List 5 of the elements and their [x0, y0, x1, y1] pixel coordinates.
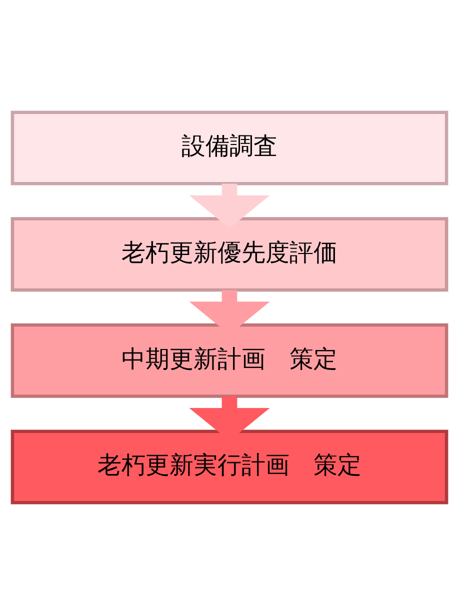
node-box: 中期更新計画 策定 — [10, 323, 448, 398]
node-box: 設備調査 — [10, 110, 448, 186]
node-box: 老朽更新優先度評価 — [10, 217, 448, 292]
node-box: 老朽更新実行計画 策定 — [10, 430, 448, 504]
arrow — [189, 184, 270, 228]
